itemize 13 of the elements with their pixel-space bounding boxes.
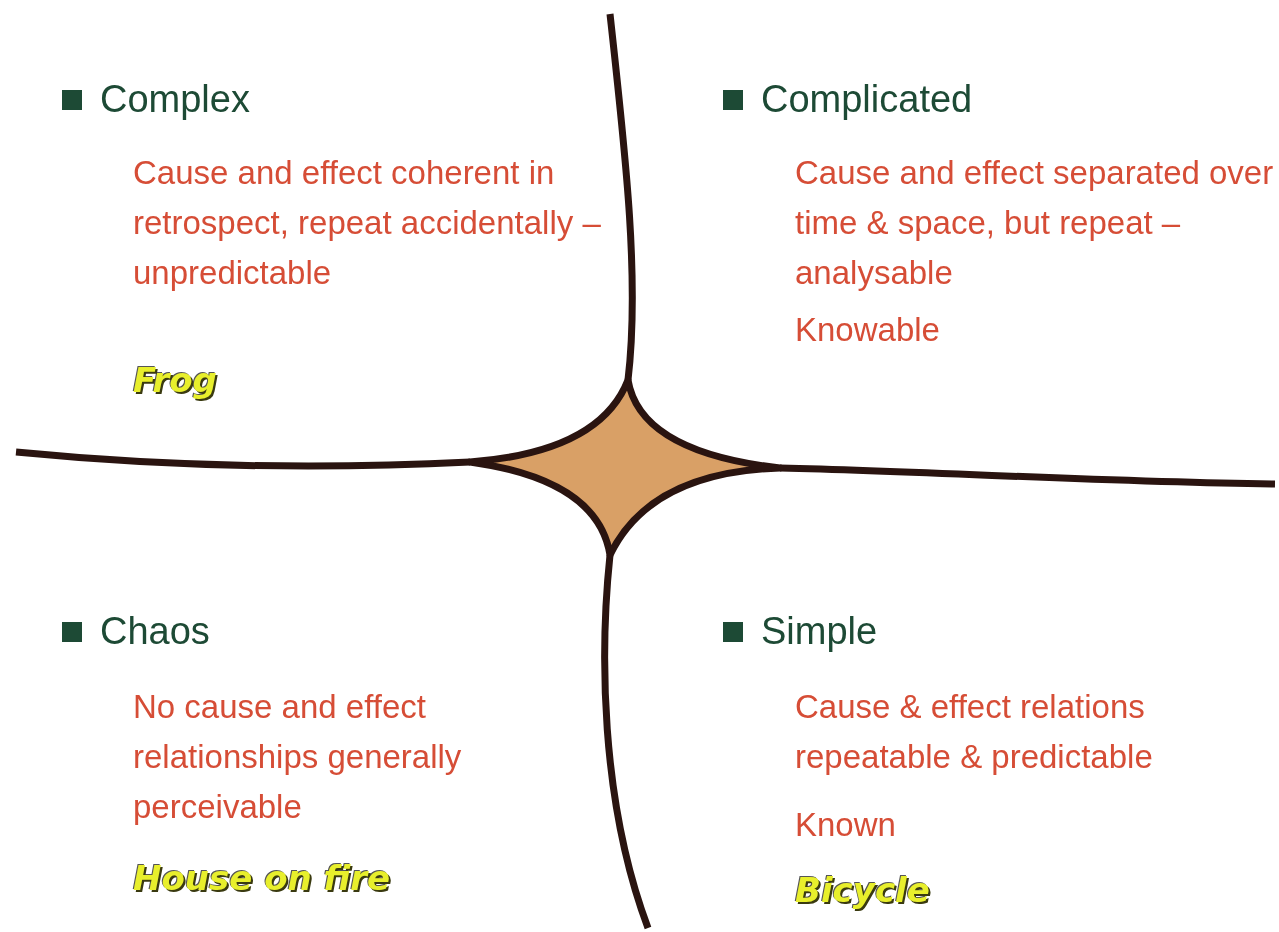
quadrant-description: No cause and effect relationships generally perceivable [133, 687, 463, 827]
example-text: Frog [133, 360, 217, 400]
quadrant-description: Cause & effect relations repeatable & predictable [795, 687, 1154, 777]
quadrant-description: Cause and effect coherent in retrospect, repeat accidentally – unpredictable [133, 153, 602, 293]
example-text: House on fire [133, 858, 391, 898]
quadrant-description: Knowable [795, 310, 941, 350]
example-text: Bicycle [795, 870, 930, 910]
quadrant-heading: Chaos [100, 610, 210, 653]
quadrant-heading: Simple [761, 610, 878, 653]
quadrant-heading: Complicated [761, 78, 973, 121]
quadrant-description: Cause and effect separated over time & space, but repeat – analysable [795, 153, 1275, 293]
quadrant-heading: Complex [100, 78, 250, 121]
quadrant-description: Known [795, 805, 897, 845]
